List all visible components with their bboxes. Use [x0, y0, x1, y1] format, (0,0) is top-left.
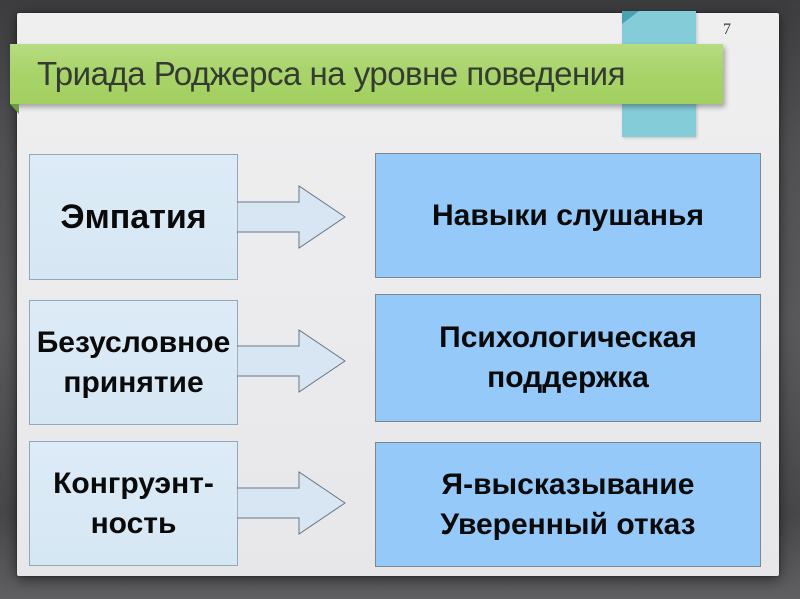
target-box-listening: Навыки слушанья — [375, 153, 761, 278]
slide-title: Триада Роджерса на уровне поведения — [37, 55, 625, 92]
source-box-label: Конгруэнт- ность — [53, 466, 214, 540]
source-box-label: Безусловное принятие — [36, 325, 231, 399]
source-box-congruence: Конгруэнт- ность — [29, 441, 238, 566]
target-box-label: Психологическая поддержка — [439, 321, 697, 394]
right-arrow-icon — [237, 185, 346, 249]
target-box-label: Навыки слушанья — [432, 198, 704, 232]
ribbon-fold — [622, 11, 639, 24]
title-banner-fold — [10, 104, 19, 114]
target-box-support: Психологическая поддержка — [375, 294, 761, 422]
source-box-acceptance: Безусловное принятие — [29, 300, 238, 425]
title-banner: Триада Роджерса на уровне поведения — [10, 44, 723, 104]
target-box-i-statement: Я-высказывание Уверенный отказ — [375, 442, 761, 567]
source-box-label: Эмпатия — [60, 197, 207, 236]
slide-canvas: Триада Роджерса на уровне поведения 7 Эм… — [10, 11, 779, 576]
source-box-empathy: Эмпатия — [29, 154, 238, 280]
right-arrow-icon — [237, 329, 346, 393]
right-arrow-icon — [237, 471, 346, 535]
slide-number: 7 — [723, 21, 731, 38]
target-box-label: Я-высказывание Уверенный отказ — [440, 467, 696, 541]
